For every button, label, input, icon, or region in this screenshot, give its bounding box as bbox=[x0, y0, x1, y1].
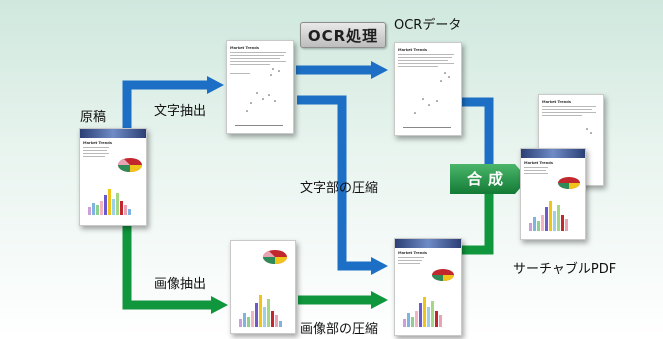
compressed-to-merge-arrow bbox=[462, 192, 494, 255]
document-title: Market Trends bbox=[83, 141, 113, 145]
text-compress-arrow bbox=[297, 95, 388, 275]
image-compress-arrow bbox=[298, 291, 388, 309]
original-label: 原稿 bbox=[80, 110, 107, 125]
pdf-doc-charts bbox=[529, 177, 580, 231]
image-document bbox=[230, 240, 296, 334]
image-compress-label: 画像部の圧縮 bbox=[300, 322, 379, 337]
ocr-data-document: Market Trends bbox=[394, 42, 462, 136]
ocr-data-to-merge-arrow bbox=[462, 97, 494, 170]
compressed-doc-charts bbox=[403, 269, 454, 327]
compressed-doc-title: Market Trends bbox=[398, 251, 428, 255]
merge-arrow-box bbox=[450, 164, 528, 194]
searchable-pdf-label: サーチャブルPDF bbox=[513, 262, 617, 277]
image-extract-arrow bbox=[122, 224, 228, 314]
ocr-data-label: OCRデータ bbox=[394, 18, 462, 33]
text-doc-dots bbox=[235, 68, 283, 126]
text-document: Market Trends bbox=[226, 40, 294, 134]
original-charts bbox=[88, 158, 142, 215]
ocr-doc-dots bbox=[403, 72, 451, 128]
ocr-process-label: OCR処理 bbox=[300, 22, 386, 48]
text-compress-label: 文字部の圧縮 bbox=[300, 181, 379, 196]
merge-label: 合成 bbox=[466, 169, 509, 188]
pdf-doc-title: Market Trends bbox=[524, 161, 554, 165]
ocr-doc-title: Market Trends bbox=[398, 48, 428, 52]
compressed-document: Market Trends bbox=[394, 238, 462, 336]
text-extract-label: 文字抽出 bbox=[154, 104, 207, 119]
text-extract-arrow bbox=[122, 76, 224, 128]
image-doc-charts bbox=[239, 250, 287, 327]
pdf-layer-title: Market Trends bbox=[542, 100, 572, 104]
image-extract-label: 画像抽出 bbox=[154, 277, 207, 292]
searchable-pdf-document: Market Trends bbox=[520, 148, 586, 240]
text-doc-title: Market Trends bbox=[230, 46, 260, 50]
original-document: Market Trends bbox=[79, 128, 147, 226]
ocr-arrow bbox=[296, 61, 388, 79]
